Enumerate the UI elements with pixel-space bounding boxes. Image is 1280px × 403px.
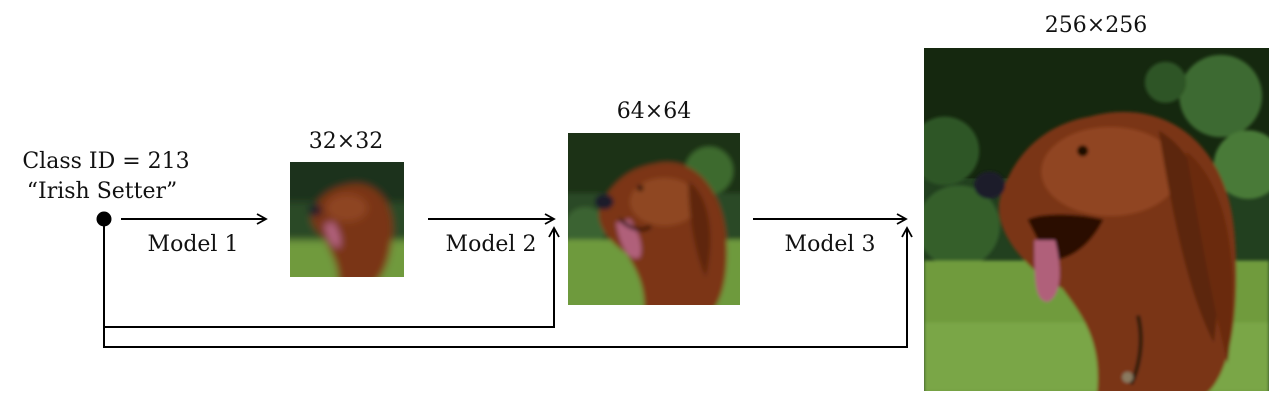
dog-image-256 xyxy=(924,48,1269,391)
dog-image-64 xyxy=(568,133,740,305)
resolution-32-label: 32×32 xyxy=(308,129,384,154)
resolution-64-label: 64×64 xyxy=(616,99,692,124)
class-name-label: “Irish Setter” xyxy=(26,179,178,204)
model-1-label: Model 1 xyxy=(147,232,239,257)
resolution-256-label: 256×256 xyxy=(1044,13,1148,38)
condition-skip-to-model-3 xyxy=(103,226,913,348)
model-2-label: Model 2 xyxy=(445,232,537,257)
dog-image-32 xyxy=(290,162,404,277)
class-node-dot xyxy=(96,211,112,227)
class-id-label: Class ID = 213 xyxy=(22,149,190,174)
model-3-label: Model 3 xyxy=(784,232,876,257)
